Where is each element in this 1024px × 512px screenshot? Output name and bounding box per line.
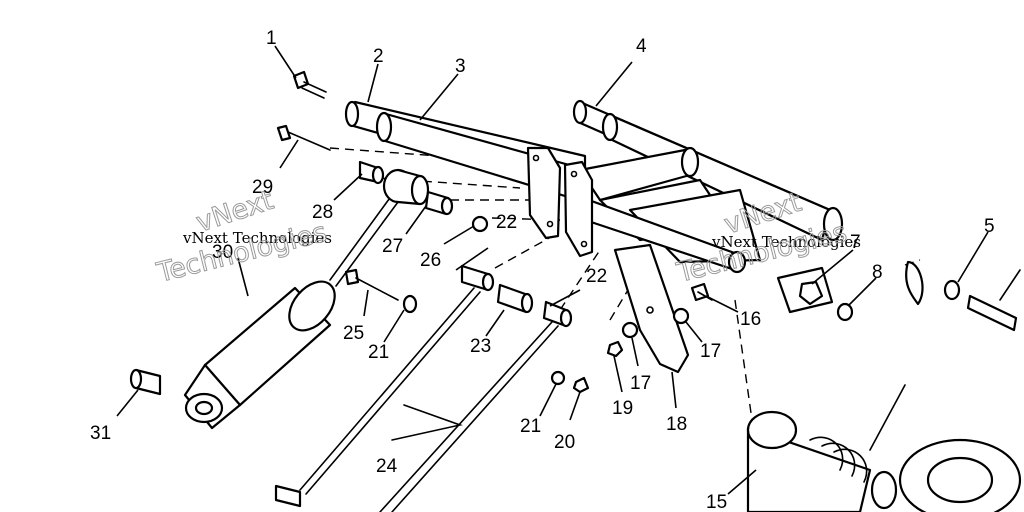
spacer-22b xyxy=(542,300,573,328)
watermark-small-text-right: vNext Technologies xyxy=(711,233,861,251)
spacer-22a xyxy=(460,264,495,292)
pivot-bracket xyxy=(613,243,690,374)
bushing-28 xyxy=(358,160,385,185)
bolt-5 xyxy=(966,269,1021,332)
callout-20: 20 xyxy=(554,432,575,453)
bushing-27 xyxy=(424,190,454,216)
leader-lines xyxy=(116,45,989,495)
shock-absorber xyxy=(183,168,430,430)
callout-22a: 22 xyxy=(496,212,517,233)
callout-1: 1 xyxy=(266,28,277,49)
callout-8: 8 xyxy=(872,262,883,283)
callout-30: 30 xyxy=(212,242,233,263)
watermark-small-text: vNext Technologies xyxy=(182,229,332,247)
callout-28: 28 xyxy=(312,202,333,223)
bolt-1 xyxy=(292,70,327,99)
callout-22b: 22 xyxy=(586,266,607,287)
upper-cross-shaft xyxy=(572,99,844,242)
callout-15: 15 xyxy=(706,492,727,512)
link-rods xyxy=(274,287,559,512)
bushing-31 xyxy=(129,368,162,396)
callout-23: 23 xyxy=(470,336,491,357)
callout-27: 27 xyxy=(382,236,403,257)
callout-21a: 21 xyxy=(368,342,389,363)
callout-29: 29 xyxy=(252,177,273,198)
callout-25: 25 xyxy=(343,323,364,344)
bolt-29 xyxy=(276,124,331,151)
callout-19: 19 xyxy=(612,398,633,419)
spacer-23 xyxy=(496,283,534,314)
callout-4: 4 xyxy=(636,36,647,57)
mounting-plate xyxy=(526,146,594,258)
callout-numbers: 1 2 3 4 5 7 8 29 28 30 27 26 22 22 25 21… xyxy=(90,28,995,512)
callout-21b: 21 xyxy=(520,416,541,437)
washer-17a xyxy=(672,307,690,325)
callout-17a: 17 xyxy=(700,341,721,362)
callout-5: 5 xyxy=(984,216,995,237)
callout-26: 26 xyxy=(420,250,441,271)
washer-21a xyxy=(402,294,418,314)
callout-17b: 17 xyxy=(630,373,651,394)
callout-24: 24 xyxy=(376,456,398,477)
bolt-25 xyxy=(344,268,399,301)
washer-21b xyxy=(550,370,566,386)
callout-31: 31 xyxy=(90,423,111,444)
nut-20 xyxy=(572,376,590,394)
washer-5 xyxy=(905,260,961,306)
nut-19 xyxy=(606,340,624,358)
watermark-large-text: Technologies xyxy=(153,217,330,289)
callout-16: 16 xyxy=(740,309,761,330)
washer-8 xyxy=(836,302,854,322)
callout-3: 3 xyxy=(455,56,466,77)
callout-18: 18 xyxy=(666,414,687,435)
washer-17b xyxy=(621,321,639,339)
nut-26 xyxy=(471,215,489,233)
callout-7: 7 xyxy=(850,232,861,253)
callout-2: 2 xyxy=(373,46,384,67)
idler-wheel xyxy=(746,384,1022,512)
